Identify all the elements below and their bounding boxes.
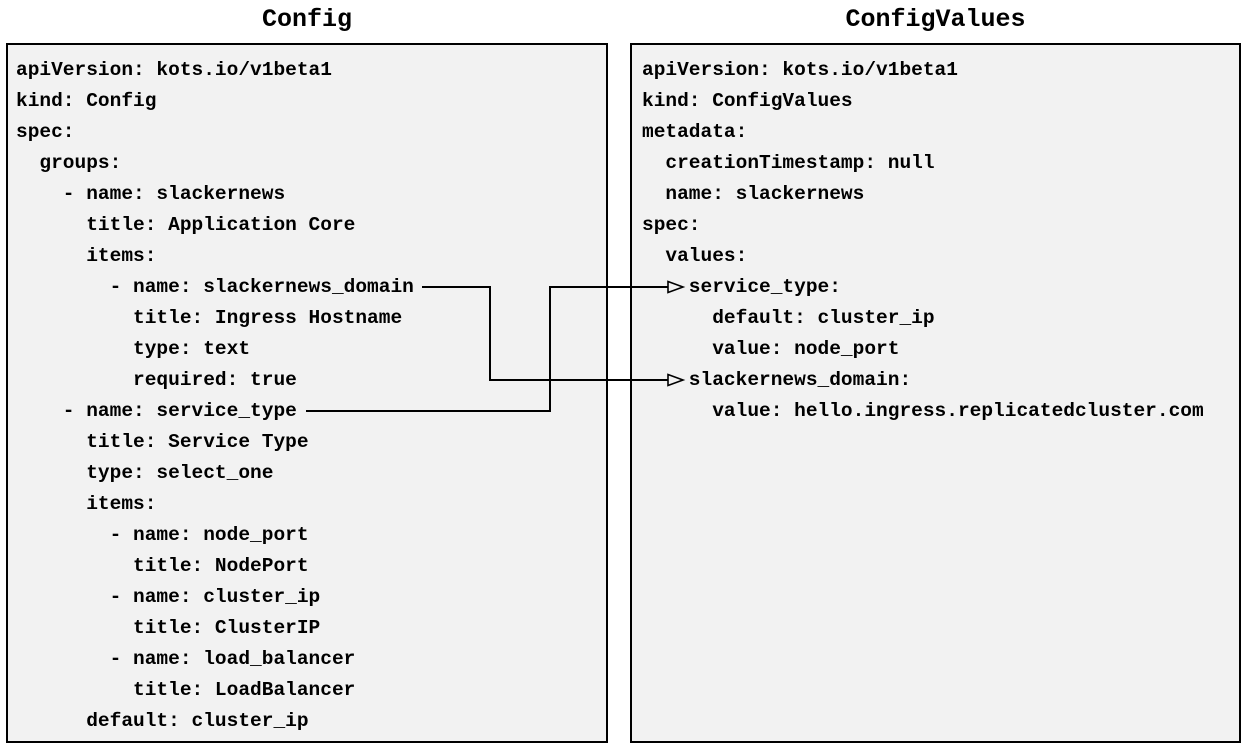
- config-panel: apiVersion: kots.io/v1beta1 kind: Config…: [6, 43, 608, 743]
- configvalues-panel-title: ConfigValues: [845, 5, 1026, 34]
- config-yaml-code: apiVersion: kots.io/v1beta1 kind: Config…: [16, 59, 414, 732]
- configvalues-panel: apiVersion: kots.io/v1beta1 kind: Config…: [630, 43, 1241, 743]
- configvalues-yaml-code: apiVersion: kots.io/v1beta1 kind: Config…: [642, 59, 1204, 422]
- config-panel-title: Config: [261, 5, 352, 34]
